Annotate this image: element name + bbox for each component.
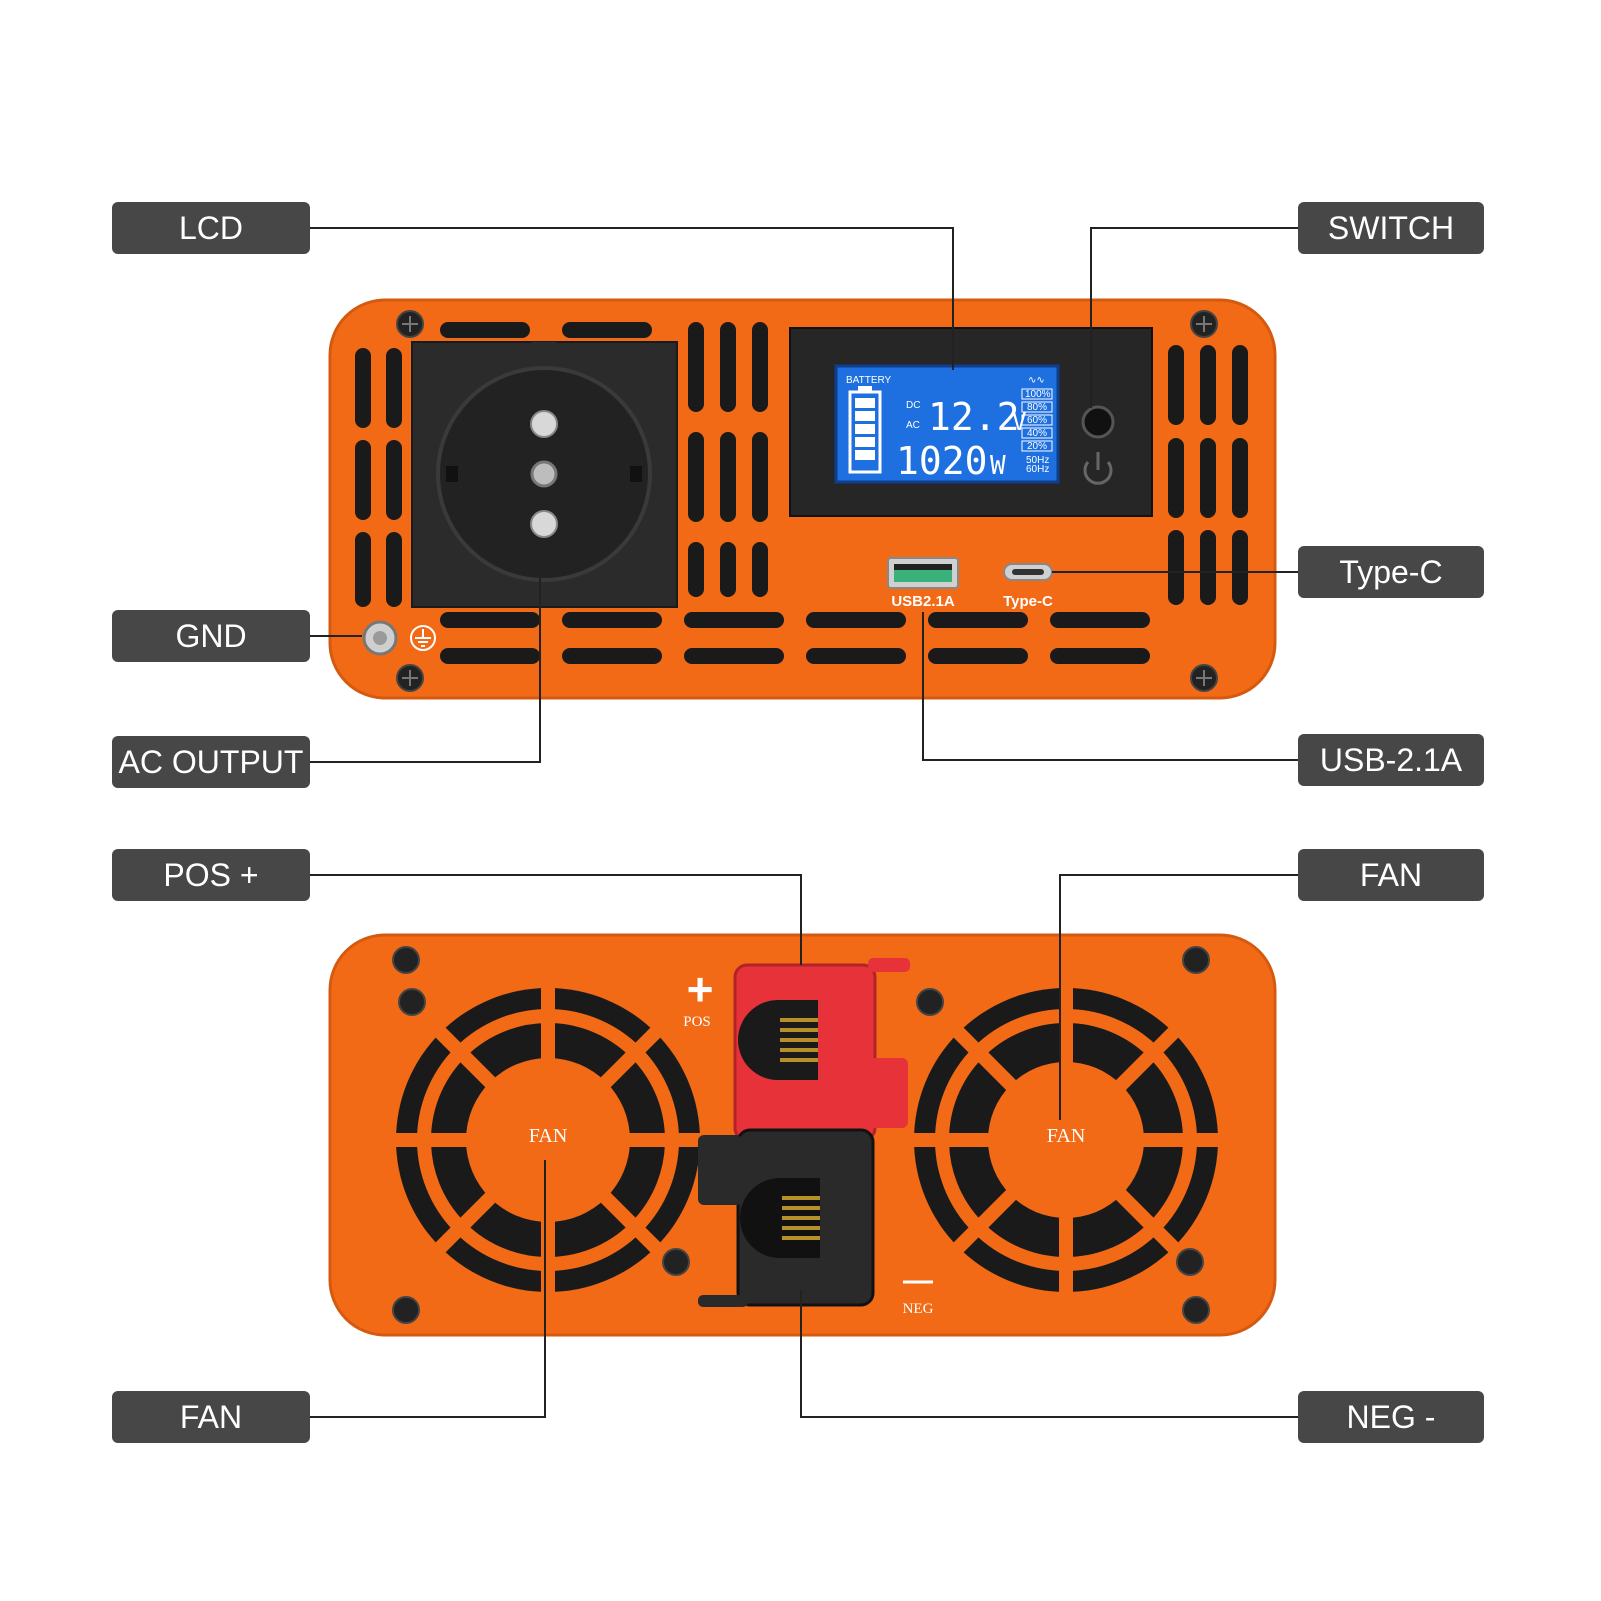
front-vent-left [355,348,402,607]
callout-usb-label: USB-2.1A [1320,742,1463,778]
leader-fan-right [1059,874,1298,1120]
callout-lcd-label: LCD [179,210,243,246]
pos-plus-symbol: + [687,963,714,1015]
leader-neg [800,1290,1298,1418]
neg-label: NEG [903,1301,934,1317]
front-screws [396,310,1218,692]
lcd-level-60: 60% [1027,415,1047,426]
callout-ac-output: AC OUTPUT [112,736,310,788]
pos-label: POS [683,1014,711,1030]
lcd-freq-50: 50Hz [1026,455,1049,466]
lcd-level-80: 80% [1027,402,1047,413]
callout-neg: NEG - [1298,1391,1484,1443]
lcd-housing: BATTERY DC AC 12.2 V 1020 W ∿∿ [789,327,1153,517]
front-vent-top [440,322,652,338]
usb-port[interactable] [887,557,959,589]
lcd-level-column: ∿∿ 100% 80% 60% 40% 20% 50Hz 60Hz [1021,375,1053,475]
socket-pin-bottom [530,510,558,538]
typec-port-label: Type-C [1003,593,1053,610]
fan-left: FAN [388,980,708,1300]
leader-pos [310,874,802,965]
rear-panel: FAN FAN [328,933,1277,1337]
lcd-power-unit: W [990,451,1006,481]
callout-fan-top-right: FAN [1298,849,1484,901]
leader-lines [310,227,1298,1418]
gnd-terminal[interactable] [362,620,398,656]
lcd-level-100: 100% [1025,389,1051,400]
typec-port[interactable] [1003,563,1053,581]
usb-port-label: USB2.1A [891,593,955,610]
front-vent-middle [688,322,768,597]
socket-pin-center [530,460,558,488]
power-icon [1083,452,1113,485]
front-panel: BATTERY DC AC 12.2 V 1020 W ∿∿ [328,298,1277,700]
callout-neg-label: NEG - [1347,1399,1436,1435]
pos-terminal[interactable] [733,958,910,1142]
callout-pos-label: POS + [163,857,258,893]
callout-ac-output-label: AC OUTPUT [119,744,304,780]
leader-lcd [310,227,954,370]
socket-pin-top [530,410,558,438]
fan-left-label: FAN [529,1125,568,1147]
callout-switch-label: SWITCH [1328,210,1454,246]
fan-right-label: FAN [1047,1125,1086,1147]
callout-pos: POS + [112,849,310,901]
lcd-dc-label: DC [906,400,920,411]
callout-typec: Type-C [1298,546,1484,598]
front-vent-right [1168,345,1248,605]
front-vent-bottom [440,612,1150,664]
lcd-level-40: 40% [1027,428,1047,439]
lcd-level-20: 20% [1027,441,1047,452]
callout-fan-top-right-label: FAN [1360,857,1422,893]
fan-right: FAN [906,980,1226,1300]
lcd-voltage-value: 12.2 [928,395,1020,439]
leader-usb [922,612,1298,761]
lcd-ac-label: AC [906,420,920,431]
callout-fan-bottom-left: FAN [112,1391,310,1443]
lcd-power-value: 1020 [896,439,988,483]
leader-ac-output [310,540,541,763]
lcd-freq-60: 60Hz [1026,464,1049,475]
leader-switch [1090,227,1298,408]
leader-fan-left [310,1160,546,1418]
callout-lcd: LCD [112,202,310,254]
callout-usb: USB-2.1A [1298,734,1484,786]
power-switch-button[interactable] [1081,405,1115,439]
rear-screws [392,946,1210,1324]
ground-symbol-icon [410,625,436,651]
ac-output-socket[interactable] [411,341,678,608]
callout-gnd-label: GND [175,618,246,654]
callout-fan-bottom-left-label: FAN [180,1399,242,1435]
neg-terminal[interactable] [698,1128,875,1307]
callout-typec-label: Type-C [1339,554,1442,590]
neg-minus-symbol: — [903,1264,933,1297]
callout-switch: SWITCH [1298,202,1484,254]
callout-gnd: GND [112,610,310,662]
lcd-battery-label: BATTERY [846,375,892,386]
lcd-wave-icon: ∿∿ [1028,375,1045,386]
lcd-battery-icon [848,386,882,474]
